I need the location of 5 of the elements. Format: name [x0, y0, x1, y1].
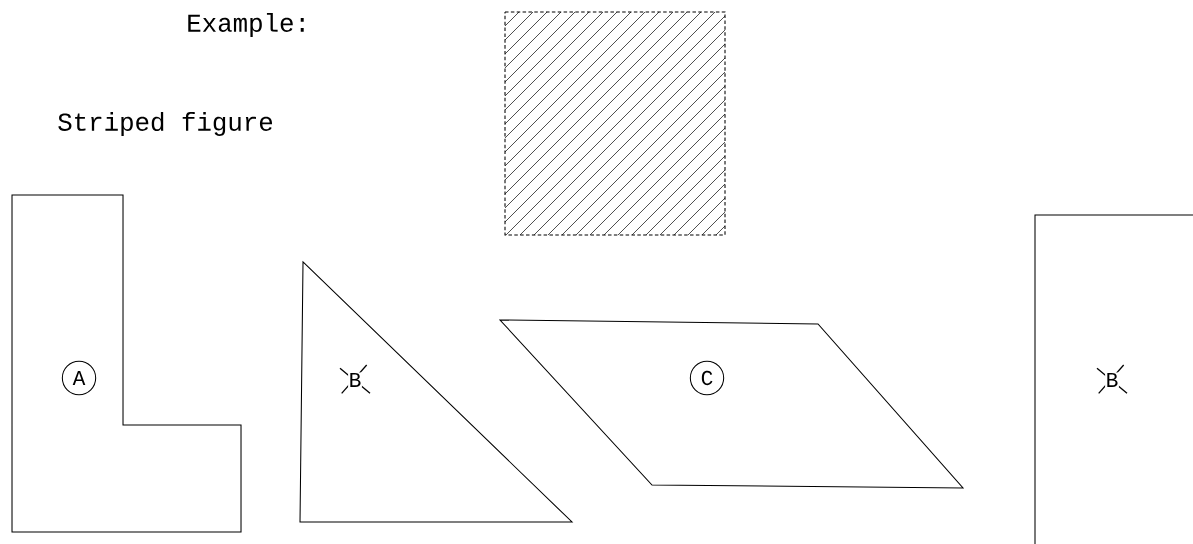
hatched-square: [504, 11, 726, 236]
typed-text: Striped figure: [58, 111, 273, 136]
rectangle-figure: B: [1034, 214, 1193, 544]
l-shaped-figure: A: [11, 194, 242, 533]
typed-text: Example:: [188, 12, 304, 37]
